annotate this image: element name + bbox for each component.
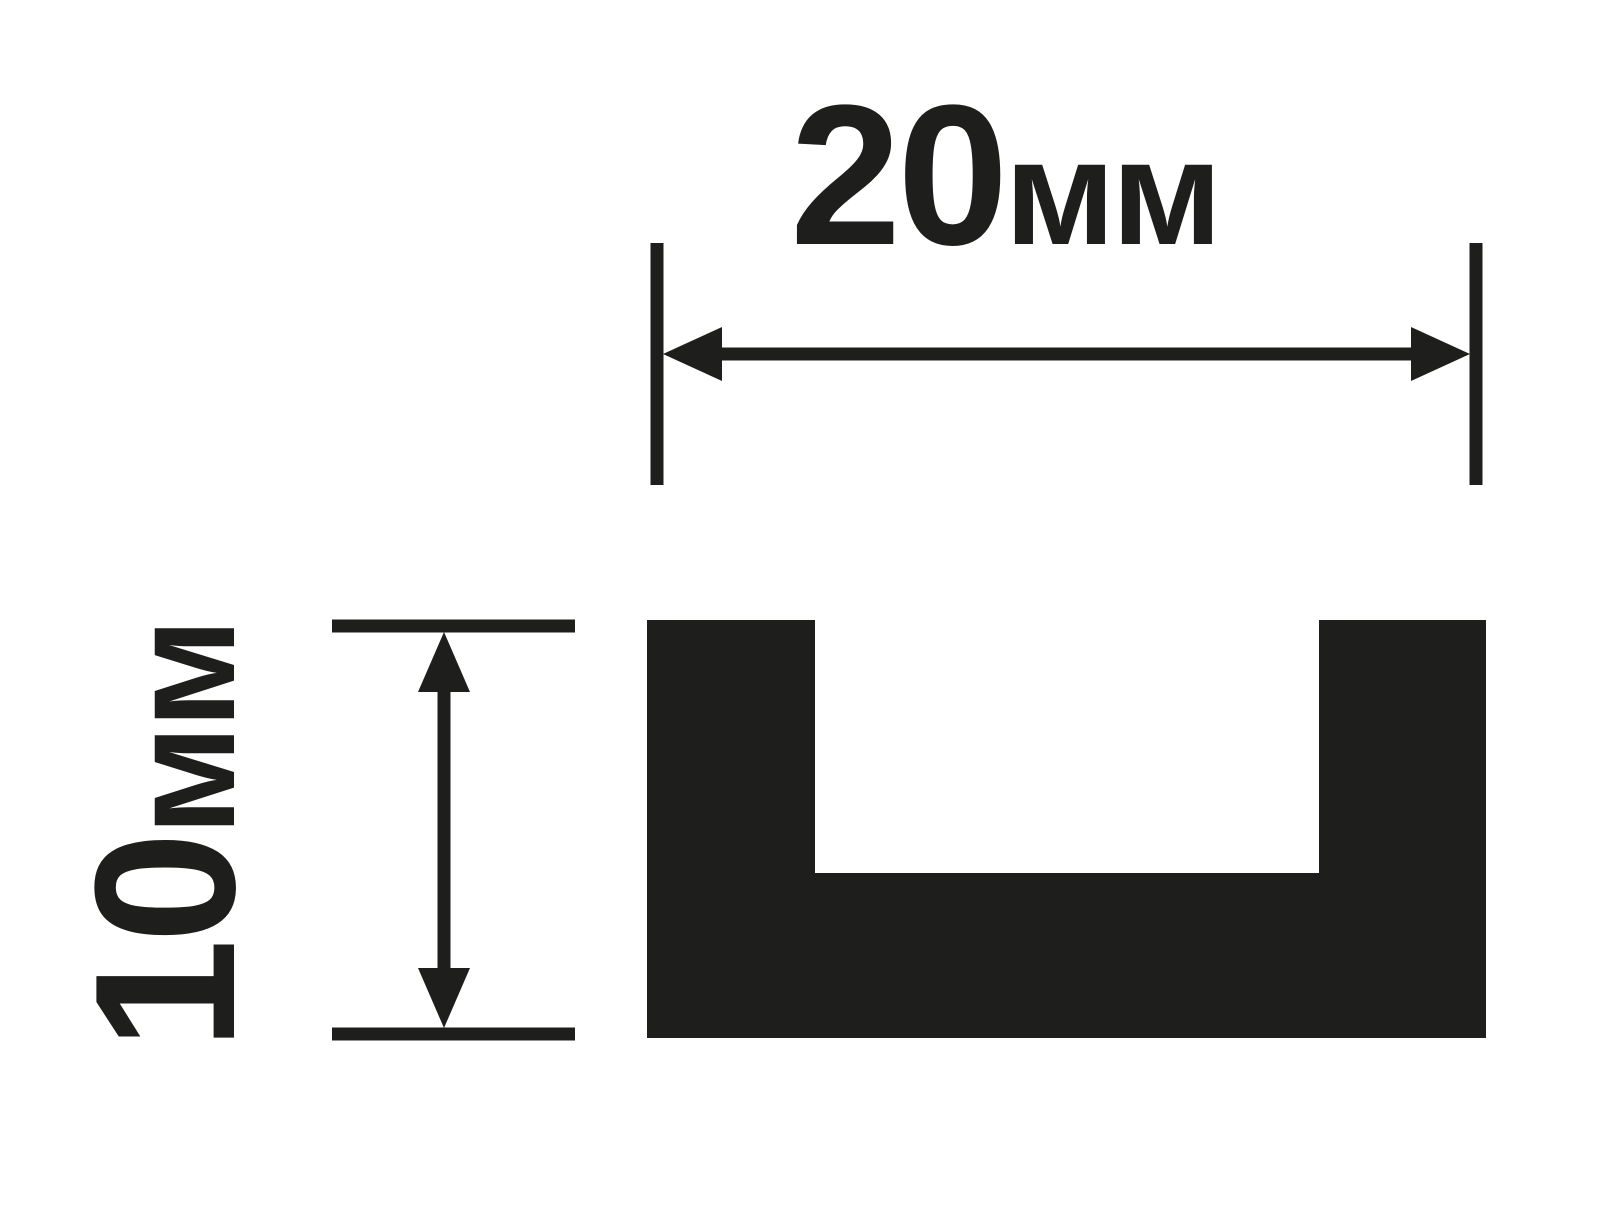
height-dimension <box>332 619 575 1041</box>
width-label: 20мм <box>790 76 1222 276</box>
arrowhead-down-icon <box>418 968 470 1028</box>
height-label-number: 10 <box>54 835 277 1051</box>
width-label-number: 20 <box>790 64 1008 287</box>
height-label: 10мм <box>54 621 277 1050</box>
arrowhead-left-icon <box>663 327 722 381</box>
width-dimension <box>650 243 1483 485</box>
u-channel-profile <box>647 620 1486 1038</box>
width-label-unit: мм <box>1004 108 1222 276</box>
arrowhead-up-icon <box>418 632 470 692</box>
arrowhead-right-icon <box>1411 327 1470 381</box>
height-label-unit: мм <box>98 621 266 836</box>
